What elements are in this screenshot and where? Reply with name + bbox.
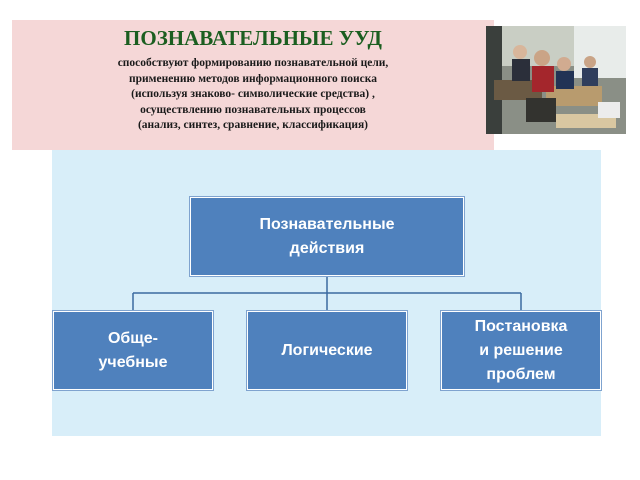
description-line: способствуют формированию познавательной… xyxy=(117,57,389,69)
node-cognitive-actions: Познавательные действия xyxy=(190,197,464,276)
description-line: применению методов информационного поиск… xyxy=(128,72,377,85)
description-line: (анализ, синтез, сравнение, классификаци… xyxy=(137,119,369,131)
description-line: осуществлению познавательных процессов xyxy=(140,103,366,116)
node-general-educational: Обще- учебные xyxy=(53,311,213,390)
classroom-photo xyxy=(486,26,626,134)
node-label: Логические xyxy=(281,341,373,359)
description-line: (используя знаково- символические средст… xyxy=(131,88,375,100)
node-label: Постановка и решение проблем xyxy=(474,317,568,383)
node-label: Познавательные действия xyxy=(259,215,395,257)
page-title: ПОЗНАВАТЕЛЬНЫЕ УУД xyxy=(124,26,382,50)
node-label: Обще- учебные xyxy=(98,329,168,371)
node-logical: Логические xyxy=(247,311,407,390)
classroom-photo-illustration xyxy=(486,26,626,134)
node-problem-solving: Постановка и решение проблем xyxy=(441,311,601,390)
header-panel xyxy=(12,20,494,150)
diagram-panel xyxy=(52,150,601,436)
header-description: способствуют формированию познавательной… xyxy=(12,56,494,134)
